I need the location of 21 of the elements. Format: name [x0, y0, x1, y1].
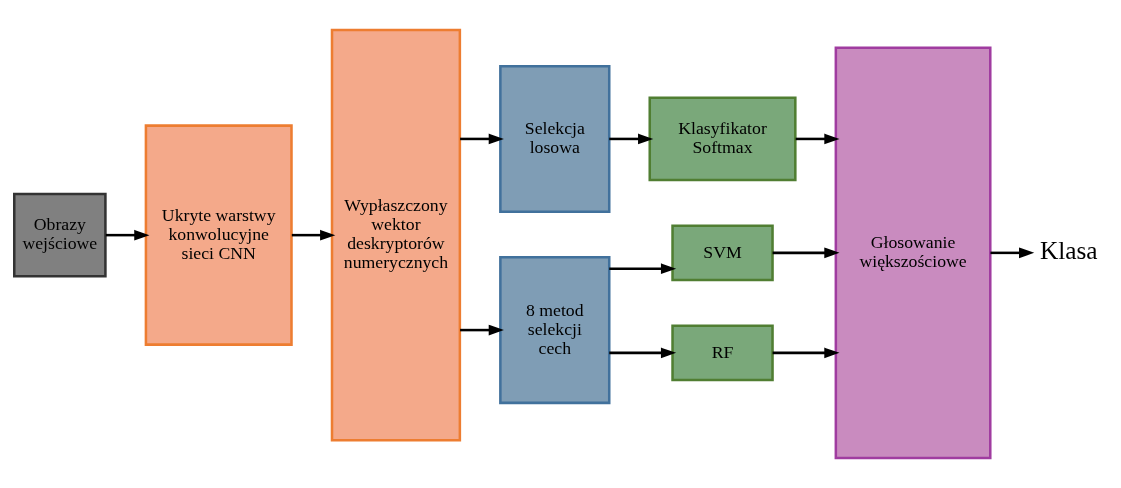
node-box: Obrazy wejściowe: [13, 192, 107, 278]
node-text: Klasa: [1039, 236, 1098, 265]
node-box: Selekcja losowa: [499, 64, 611, 213]
node-box: Ukryte warstwy konwolucyjne sieci CNN: [144, 124, 293, 346]
arrow: [460, 324, 504, 336]
node-box: SVM: [671, 224, 774, 282]
arrow: [460, 133, 504, 145]
arrow: [990, 247, 1035, 259]
arrow: [609, 347, 677, 359]
node-box: Głosowanie większościowe: [834, 46, 992, 460]
node-box: 8 metod selekcji cech: [499, 256, 611, 405]
node-box: RF: [671, 324, 774, 382]
arrow: [795, 133, 840, 145]
arrow: [772, 347, 840, 359]
arrow: [609, 263, 677, 274]
arrow: [291, 229, 336, 241]
node-box: Wypłaszczony wektor deskryptorów numerycznych: [330, 28, 462, 442]
arrow: [772, 247, 840, 259]
node-box: Klasyfikator Softmax: [648, 96, 797, 182]
arrow: [609, 133, 654, 145]
arrow: [105, 229, 150, 241]
